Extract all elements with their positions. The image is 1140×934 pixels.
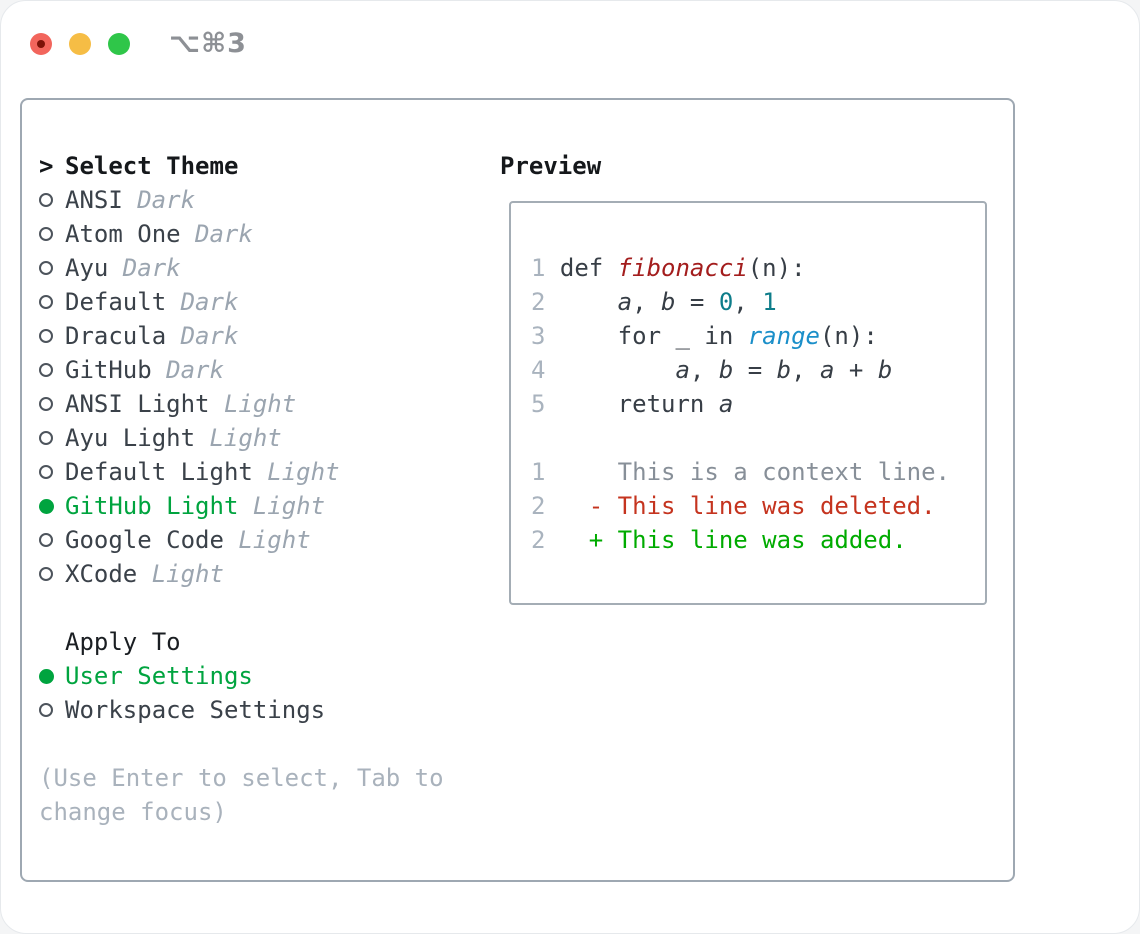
- theme-variant-label: Light: [209, 424, 282, 452]
- code-line: 1 def fibonacci(n):: [531, 251, 950, 285]
- theme-item-ansi[interactable]: ANSI Dark: [39, 183, 340, 217]
- theme-item-dracula[interactable]: Dracula Dark: [39, 319, 340, 353]
- radio-selected-icon: [39, 498, 65, 514]
- theme-item-ayu-light[interactable]: Ayu Light Light: [39, 421, 340, 455]
- theme-item-label: Default: [65, 288, 167, 316]
- radio-icon: [39, 533, 65, 547]
- theme-item-label: Google Code: [65, 526, 224, 554]
- theme-item-github[interactable]: GitHub Dark: [39, 353, 340, 387]
- theme-item-ansi-light[interactable]: ANSI Light Light: [39, 387, 340, 421]
- code-line: [531, 421, 950, 455]
- code-text: return a: [559, 390, 734, 418]
- theme-variant-label: Dark: [122, 254, 181, 282]
- code-text: for _ in range(n):: [559, 322, 878, 350]
- code-text: + This line was added.: [559, 526, 907, 554]
- theme-variant-label: Dark: [180, 322, 239, 350]
- line-number: 2: [531, 526, 546, 554]
- radio-icon: [39, 567, 65, 581]
- theme-item-label: Ayu Light: [65, 424, 196, 452]
- code-text: This is a context line.: [559, 458, 951, 486]
- radio-icon: [39, 703, 65, 717]
- radio-icon: [39, 465, 65, 479]
- hint-line: (Use Enter to select, Tab to: [39, 764, 444, 792]
- line-number: 2: [531, 288, 546, 316]
- theme-item-xcode[interactable]: XCode Light: [39, 557, 340, 591]
- code-line: 5 return a: [531, 387, 950, 421]
- theme-section-title: Select Theme: [65, 152, 239, 180]
- apply-section-title: Apply To: [65, 628, 181, 656]
- code-line: 1 This is a context line.: [531, 455, 950, 489]
- radio-icon: [39, 227, 65, 241]
- theme-item-atom-one[interactable]: Atom One Dark: [39, 217, 340, 251]
- theme-variant-label: Dark: [195, 220, 253, 248]
- code-line: 2 a, b = 0, 1: [531, 285, 950, 319]
- theme-item-label: Dracula: [65, 322, 167, 350]
- radio-icon: [39, 363, 65, 377]
- theme-section-heading-row: > Select Theme: [39, 149, 340, 183]
- close-button-icon[interactable]: [30, 32, 52, 55]
- line-number: 2: [531, 492, 546, 520]
- theme-variant-label: Light: [267, 458, 340, 486]
- preview-title: Preview: [500, 152, 602, 180]
- theme-item-default[interactable]: Default Dark: [39, 285, 340, 319]
- theme-item-google-code[interactable]: Google Code Light: [39, 523, 340, 557]
- radio-icon: [39, 397, 65, 411]
- apply-target-item-label: User Settings: [65, 662, 253, 690]
- code-line: 2 - This line was deleted.: [531, 489, 950, 523]
- theme-variant-label: Light: [223, 390, 297, 418]
- theme-item-label: ANSI Light: [65, 390, 210, 418]
- theme-variant-label: Light: [238, 526, 311, 554]
- line-number: 1: [531, 458, 546, 486]
- prompt-caret-icon: >: [39, 152, 54, 180]
- line-number: 4: [531, 356, 546, 384]
- radio-icon: [39, 261, 65, 275]
- radio-icon: [39, 193, 65, 207]
- keyboard-hint: (Use Enter to select, Tab to change focu…: [39, 761, 444, 829]
- code-text: a, b = 0, 1: [617, 288, 777, 316]
- theme-item-ayu[interactable]: Ayu Dark: [39, 251, 340, 285]
- line-number: 5: [531, 390, 546, 418]
- radio-icon: [39, 295, 65, 309]
- code-text: a, b = b, a + b: [675, 356, 893, 384]
- code-text: - This line was deleted.: [559, 492, 936, 520]
- code-text: def fibonacci(n):: [559, 254, 806, 282]
- theme-item-label: Atom One: [65, 220, 181, 248]
- line-number: 1: [531, 254, 546, 282]
- radio-icon: [39, 431, 65, 445]
- minimize-button-icon[interactable]: [69, 32, 91, 55]
- code-line: 3 for _ in range(n):: [531, 319, 950, 353]
- theme-item-label: Default Light: [65, 458, 253, 486]
- apply-section-heading-row: Apply To: [39, 625, 325, 659]
- theme-item-label: GitHub Light: [65, 492, 239, 520]
- window-title: ⌥⌘3: [169, 28, 247, 59]
- theme-item-label: Ayu: [65, 254, 109, 282]
- theme-variant-label: Dark: [137, 186, 196, 214]
- apply-target-item-label: Workspace Settings: [65, 696, 326, 724]
- line-number: 3: [531, 322, 546, 350]
- code-line: 2 + This line was added.: [531, 523, 950, 557]
- zoom-button-icon[interactable]: [108, 32, 130, 55]
- code-line: 4 a, b = b, a + b: [531, 353, 950, 387]
- radio-selected-icon: [39, 668, 65, 684]
- preview-box: [509, 201, 987, 605]
- theme-variant-label: Dark: [180, 288, 239, 316]
- theme-variant-label: Light: [151, 560, 224, 588]
- theme-item-label: GitHub: [65, 356, 152, 384]
- theme-item-github-light[interactable]: GitHub Light Light: [39, 489, 340, 523]
- theme-variant-label: Light: [252, 492, 326, 520]
- apply-target-item-workspace-settings[interactable]: Workspace Settings: [39, 693, 325, 727]
- theme-item-label: XCode: [65, 560, 138, 588]
- radio-icon: [39, 329, 65, 343]
- apply-target-item-user-settings[interactable]: User Settings: [39, 659, 325, 693]
- titlebar: ⌥⌘3: [30, 28, 247, 59]
- theme-item-default-light[interactable]: Default Light Light: [39, 455, 340, 489]
- hint-line: change focus): [39, 798, 227, 826]
- theme-variant-label: Dark: [166, 356, 224, 384]
- theme-item-label: ANSI: [65, 186, 123, 214]
